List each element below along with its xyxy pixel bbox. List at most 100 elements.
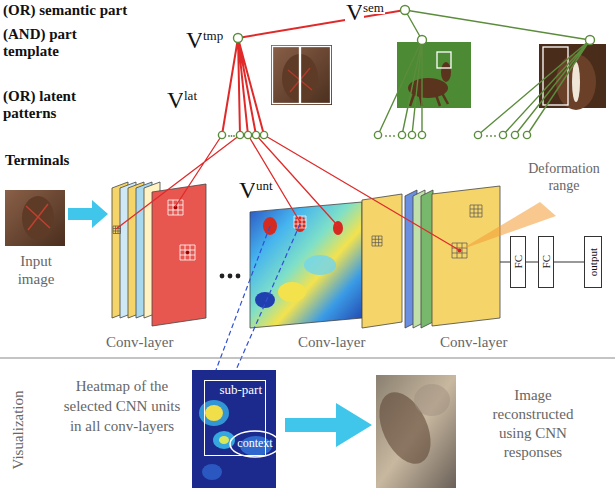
and-or-tree-edge bbox=[378, 10, 590, 135]
fc-layer-box: FC bbox=[538, 236, 554, 288]
ellipsis-dots bbox=[228, 135, 230, 137]
connector-line bbox=[554, 262, 584, 263]
ellipsis-dots bbox=[393, 135, 395, 137]
ellipsis-dots bbox=[233, 135, 235, 137]
input-photo bbox=[22, 196, 54, 240]
tree-node-circle bbox=[474, 131, 481, 138]
projection-line bbox=[216, 224, 300, 370]
tree-node-circle bbox=[408, 131, 415, 138]
tree-node-circle bbox=[418, 131, 425, 138]
conv-layer-stack bbox=[168, 200, 183, 215]
conv-layer-stack bbox=[421, 190, 433, 328]
conv-layer-stack bbox=[220, 274, 225, 279]
node-text: sub-part bbox=[219, 383, 262, 397]
part-template-photo bbox=[437, 52, 451, 68]
layer-label: Conv-layer bbox=[440, 334, 507, 351]
tree-node-circle bbox=[260, 131, 267, 138]
level-label: (AND) part template bbox=[3, 26, 91, 60]
conv-layer-stack bbox=[278, 282, 306, 302]
conv-layer-stack bbox=[255, 292, 275, 308]
selected-tree-path bbox=[116, 135, 459, 250]
node-text: FC bbox=[513, 255, 524, 268]
conv-layer-stack bbox=[372, 236, 382, 246]
node-superscript: sem bbox=[362, 1, 385, 14]
and-or-tree-edge bbox=[378, 10, 590, 135]
conv-layer-stack bbox=[500, 262, 510, 263]
conv-layer-stack bbox=[180, 245, 195, 260]
ellipsis-dots bbox=[231, 135, 233, 137]
tree-node-circle bbox=[586, 36, 595, 45]
part-template-photo bbox=[441, 62, 451, 82]
heatmap-image bbox=[192, 370, 276, 488]
conv-layer-stack bbox=[236, 274, 241, 279]
conv-layer-stack bbox=[186, 251, 190, 255]
fc-layer-box: FC bbox=[510, 236, 526, 288]
reconstructed-image bbox=[414, 384, 450, 416]
part-template-photo bbox=[301, 47, 331, 104]
input-photo bbox=[5, 190, 65, 246]
conv-layer-stack bbox=[333, 221, 343, 235]
node-text: FC bbox=[541, 255, 552, 268]
reconstructed-image bbox=[369, 375, 456, 488]
image-caption: Input image bbox=[8, 252, 64, 288]
conv-layer-stack bbox=[432, 186, 500, 326]
context-ellipse: context bbox=[229, 430, 281, 458]
panel-caption: Image reconstructed using CNN responses bbox=[478, 386, 588, 462]
section-divider bbox=[0, 358, 615, 359]
part-template-photo bbox=[271, 45, 332, 105]
tree-node-circle bbox=[234, 34, 243, 43]
output-layer-box: output bbox=[584, 236, 602, 288]
node-superscript: lat bbox=[183, 89, 198, 102]
ellipsis-dots bbox=[490, 135, 492, 137]
input-photo bbox=[26, 204, 50, 230]
selected-tree-path bbox=[222, 10, 405, 135]
node-text: output bbox=[588, 248, 599, 276]
conv-layer-stack bbox=[362, 194, 402, 328]
input-photo bbox=[5, 190, 65, 246]
tree-node-circle bbox=[218, 6, 594, 139]
ellipsis-dots bbox=[486, 135, 488, 137]
selected-tree-path bbox=[116, 10, 459, 250]
ellipse-outline bbox=[230, 431, 280, 457]
tree-node-circle bbox=[398, 131, 405, 138]
layer-label: Conv-layer bbox=[298, 334, 365, 351]
ellipsis-dots bbox=[494, 135, 496, 137]
conv-layer-stack bbox=[452, 243, 467, 258]
heatmap-image bbox=[205, 405, 223, 421]
level-label: (OR) latent patterns bbox=[3, 88, 91, 122]
tree-node-circle bbox=[499, 131, 506, 138]
tree-node-circle bbox=[252, 131, 259, 138]
result-arrow bbox=[285, 403, 372, 447]
layer-label: Conv-layer bbox=[106, 334, 173, 351]
heatmap-image bbox=[192, 370, 276, 488]
tree-node-circle bbox=[523, 131, 530, 138]
part-template-photo bbox=[271, 42, 606, 110]
section-label: Visualization bbox=[8, 380, 28, 480]
conv-layer-stack bbox=[112, 182, 556, 328]
ellipsis-dots bbox=[228, 135, 496, 137]
conv-layer-stack bbox=[152, 184, 206, 326]
annotation-label: Deformation range bbox=[516, 160, 612, 194]
tree-node-circle bbox=[401, 6, 410, 15]
conv-layer-stack bbox=[228, 274, 233, 279]
ellipsis-dots bbox=[385, 135, 387, 137]
level-label: Terminals bbox=[5, 152, 69, 169]
tree-node-circle bbox=[236, 131, 243, 138]
input-arrow bbox=[68, 200, 108, 228]
part-template-photo bbox=[397, 42, 471, 108]
ellipsis-dots bbox=[389, 135, 391, 137]
node-text: context bbox=[237, 437, 272, 450]
tree-node-circle bbox=[418, 36, 427, 45]
part-template-photo bbox=[572, 62, 580, 102]
node-superscript: unt bbox=[255, 179, 274, 192]
part-template-photo bbox=[273, 47, 300, 104]
heatmap-image bbox=[219, 436, 229, 444]
level-label: (OR) semantic part bbox=[3, 2, 127, 19]
tree-node-circle bbox=[511, 131, 518, 138]
node-superscript: tmp bbox=[202, 29, 224, 42]
conv-layer-stack bbox=[250, 202, 362, 328]
conv-layer-stack bbox=[304, 255, 336, 275]
heatmap-image bbox=[202, 464, 222, 480]
conv-layer-stack bbox=[470, 205, 482, 217]
